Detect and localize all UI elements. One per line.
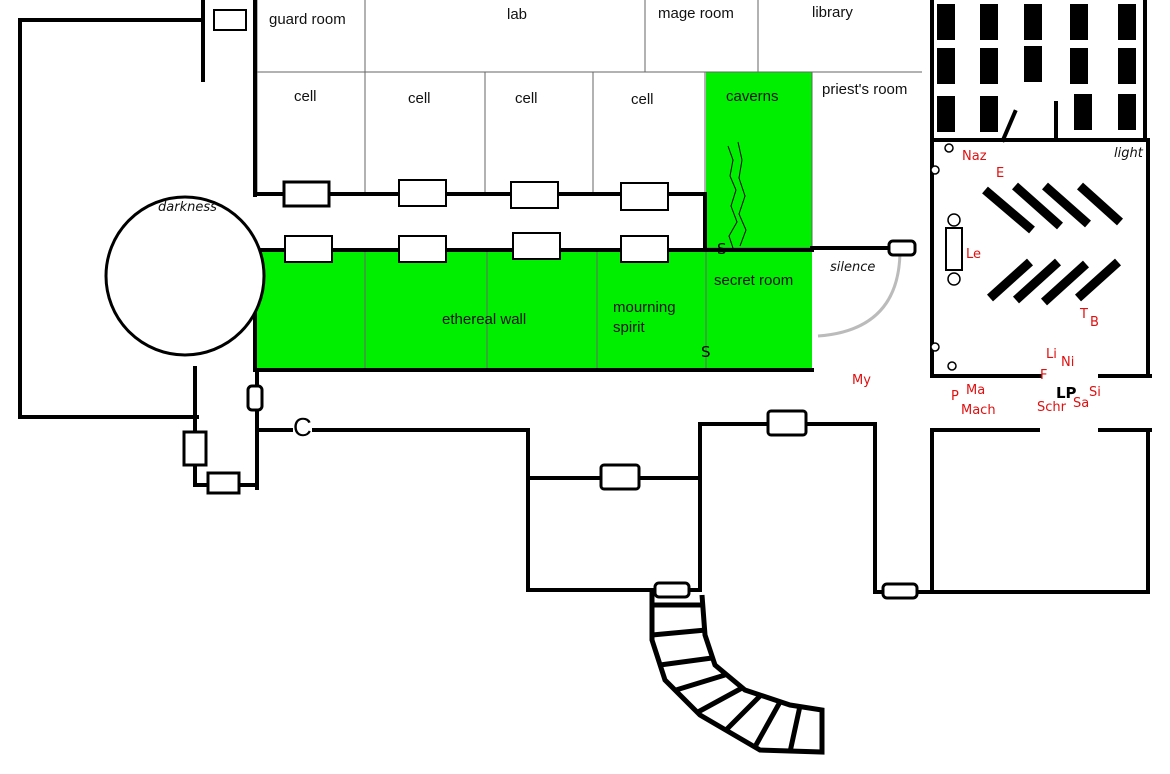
token-b: B — [1090, 315, 1099, 330]
silence-arc — [817, 249, 902, 338]
winding-stair — [649, 590, 825, 755]
library-shelves — [937, 4, 1136, 132]
token-f: F — [1040, 368, 1048, 383]
token-le: Le — [966, 247, 982, 262]
room-label-caverns: caverns — [726, 88, 779, 105]
room-label-secret-room: secret room — [714, 272, 794, 289]
room-label-darkness: darkness — [158, 200, 217, 215]
room-label-cell-1: cell — [294, 88, 317, 105]
token-e: E — [996, 166, 1005, 181]
room-label-silence: silence — [830, 260, 876, 275]
token-schr: Schr — [1037, 400, 1066, 415]
token-ma: Ma — [966, 383, 986, 398]
token-my: My — [852, 373, 871, 388]
token-ni: Ni — [1061, 355, 1075, 370]
room-label-lab: lab — [507, 6, 528, 23]
room-label-cell-2: cell — [408, 90, 431, 107]
room-label-light: light — [1114, 146, 1143, 161]
room-label-cell-3: cell — [515, 90, 538, 107]
caverns-area — [706, 72, 812, 250]
token-lp: LP — [1056, 384, 1077, 402]
doors — [182, 9, 963, 600]
ethereal-wall-area — [257, 250, 812, 370]
room-label-library: library — [812, 4, 853, 21]
pillars — [930, 143, 961, 371]
token-naz: Naz — [962, 149, 987, 164]
secret-door-marker-1: S — [717, 240, 727, 258]
token-sa: Sa — [1073, 396, 1090, 411]
token-si: Si — [1089, 385, 1101, 400]
room-label-guard-room: guard room — [269, 11, 346, 28]
cavern-crack — [727, 141, 747, 249]
room-label-mage-room: mage room — [658, 5, 734, 22]
room-label-priests-room: priest's room — [822, 81, 908, 98]
room-label-ethereal-wall: ethereal wall — [442, 311, 527, 328]
token-li: Li — [1046, 347, 1057, 362]
token-t: T — [1080, 307, 1088, 322]
secret-door-marker-2: S — [701, 343, 711, 361]
room-label-cell-4: cell — [631, 91, 654, 108]
room-label-mourning-spirit: mourning spirit — [613, 299, 676, 336]
token-p: P — [951, 389, 959, 404]
pews — [982, 182, 1124, 306]
token-mach: Mach — [961, 403, 996, 418]
darkness-circle — [104, 195, 266, 357]
c-marker: C — [293, 412, 312, 442]
